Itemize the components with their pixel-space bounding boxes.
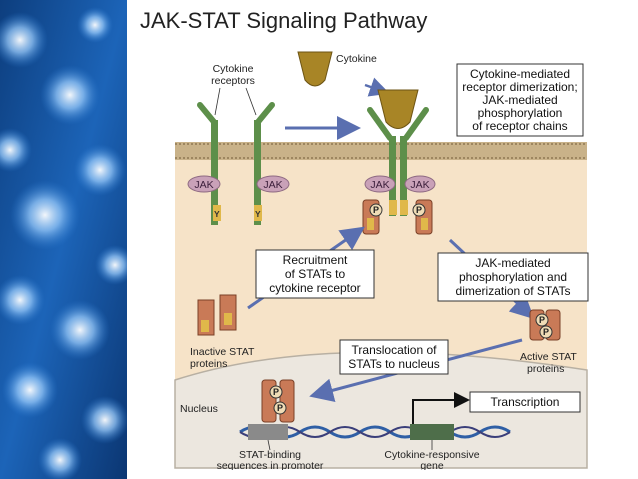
stat-recruited-right: P (412, 199, 433, 235)
recruitment-line-3: cytokine receptor (269, 281, 360, 295)
svg-text:Y: Y (214, 209, 220, 219)
jak-stat-diagram: Cytokine Cytokine receptors Y Y JAK JAK … (174, 51, 589, 470)
recruitment-callout (255, 249, 375, 299)
jak-active-2 (404, 175, 436, 193)
slide-title: JAK-STAT Signaling Pathway (140, 8, 428, 33)
transcription-label: Transcription (491, 395, 560, 409)
svg-text:P: P (539, 315, 545, 325)
bokeh-background (0, 0, 127, 479)
cytokine-receptors-label-1: Cytokine (213, 63, 254, 75)
cytokine-receptors-label-2: receptors (211, 75, 255, 87)
svg-text:JAK: JAK (410, 179, 429, 191)
translocation-line-2: STATs to nucleus (348, 357, 440, 371)
svg-text:Y: Y (255, 209, 261, 219)
active-stat-label-1: Active STAT (520, 351, 577, 363)
phosphorylation-callout (437, 252, 589, 302)
receptor-left-1: Y (197, 102, 221, 225)
svg-text:P: P (373, 205, 379, 215)
promoter-block (248, 424, 288, 440)
recruitment-line-1: Recruitment (283, 253, 348, 267)
jak-left-1 (187, 175, 221, 193)
inactive-stat-label-2: proteins (190, 358, 227, 370)
phosphorylation-line-2: phosphorylation and (459, 270, 567, 284)
svg-text:P: P (273, 387, 279, 397)
dimerization-line-3: JAK-mediated (482, 93, 557, 107)
cell-membrane (175, 142, 587, 160)
stat-inactive (197, 294, 237, 336)
stat-nuclear-dimer: P P (261, 379, 295, 423)
cytokine-gene-label-2: gene (420, 460, 444, 470)
dimerization-line-1: Cytokine-mediated (470, 67, 570, 81)
transcription-arrow (412, 392, 470, 424)
stat-recruited-left: P (362, 199, 383, 235)
jak-active-1 (364, 175, 396, 193)
bokeh-side-image (0, 0, 127, 479)
svg-text:JAK: JAK (370, 179, 389, 191)
dimerization-callout (456, 63, 584, 137)
recruitment-line-2: of STATs to (285, 267, 346, 281)
stat-active-dimer: P P (529, 309, 561, 341)
svg-text:P: P (277, 403, 283, 413)
svg-text:P: P (416, 205, 422, 215)
svg-text:P: P (543, 327, 549, 337)
cytokine-label: Cytokine (336, 53, 377, 65)
svg-text:JAK: JAK (263, 179, 282, 191)
nucleus-label: Nucleus (180, 403, 218, 415)
inactive-stat-label-1: Inactive STAT (190, 346, 255, 358)
cytokine-free (297, 51, 333, 87)
transcription-callout (469, 391, 581, 413)
receptor-left-2: Y (254, 102, 275, 225)
receptor-dimer (367, 107, 429, 216)
stat-binding-label-2: sequences in promoter (217, 460, 324, 470)
svg-text:JAK: JAK (194, 179, 213, 191)
jak-left-2 (256, 175, 290, 193)
phosphorylation-line-1: JAK-mediated (475, 256, 550, 270)
cytokine-gene-label-1: Cytokine-responsive (384, 449, 479, 461)
phosphorylation-line-3: dimerization of STATs (456, 284, 571, 298)
stat-binding-label-1: STAT-binding (239, 449, 301, 461)
active-stat-label-2: proteins (527, 363, 564, 375)
dimerization-line-2: receptor dimerization; (462, 80, 577, 94)
cytokine-bound (377, 89, 419, 129)
translocation-callout (339, 339, 449, 375)
gene-block (410, 424, 454, 440)
dimerization-line-4: phosphorylation (478, 106, 563, 120)
dimerization-line-5: of receptor chains (472, 119, 567, 133)
translocation-line-1: Translocation of (352, 343, 438, 357)
